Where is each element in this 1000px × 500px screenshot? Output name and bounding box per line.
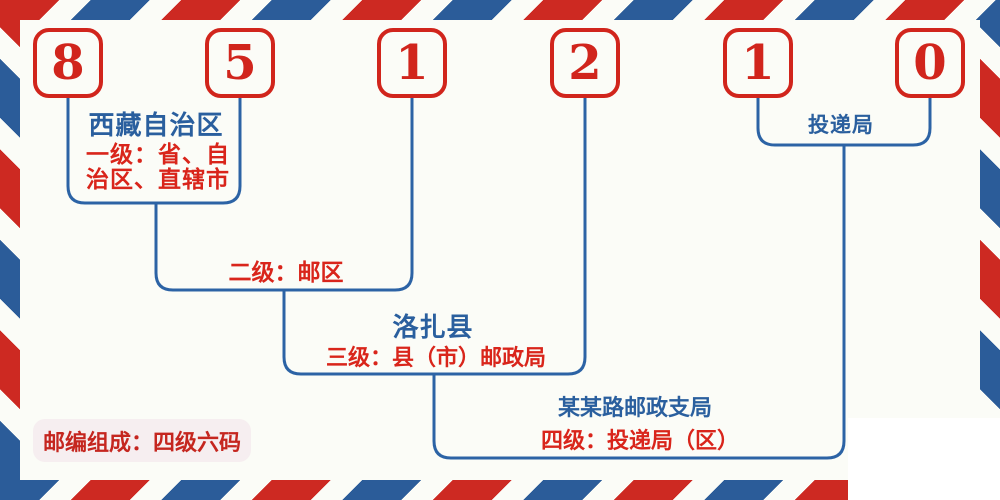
digit-1: 8 — [51, 35, 85, 91]
level4-bracket — [432, 145, 846, 460]
digit-box-4: 2 — [550, 28, 620, 98]
digit-5: 1 — [741, 35, 775, 91]
bottom-right-blank-patch — [848, 418, 1000, 500]
delivery-bureau-label: 投递局 — [808, 112, 874, 137]
digit-box-3: 1 — [377, 28, 447, 98]
level4-label: 四级：投递局（区） — [540, 429, 740, 454]
airmail-border-top — [0, 0, 1000, 20]
digit-2: 5 — [223, 35, 257, 91]
level1-label-line1: 一级：省、自 — [86, 142, 230, 168]
airmail-border-right — [980, 20, 1000, 480]
level1-bracket — [66, 98, 242, 205]
digit-box-6: 0 — [895, 28, 965, 98]
level1-region-title: 西藏自治区 — [88, 111, 224, 141]
level2-label: 二级：邮区 — [228, 260, 344, 286]
digit-box-1: 8 — [33, 28, 103, 98]
airmail-border-left — [0, 20, 20, 480]
level1-label: 一级：省、自 治区、直辖市 — [86, 143, 230, 193]
digit-4: 2 — [568, 35, 602, 91]
digit-box-2: 5 — [205, 28, 275, 98]
level3-region-title: 洛扎县 — [392, 313, 474, 343]
digit-6: 0 — [913, 35, 947, 91]
airmail-border-bottom — [0, 480, 1000, 500]
digit-3: 1 — [395, 35, 429, 91]
digit-box-5: 1 — [723, 28, 793, 98]
level4-region-title: 某某路邮政支局 — [557, 395, 713, 421]
level3-label: 三级：县（市）邮政局 — [325, 346, 547, 371]
composition-badge: 邮编组成：四级六码 — [33, 419, 251, 462]
level1-label-line2: 治区、直辖市 — [86, 167, 230, 193]
